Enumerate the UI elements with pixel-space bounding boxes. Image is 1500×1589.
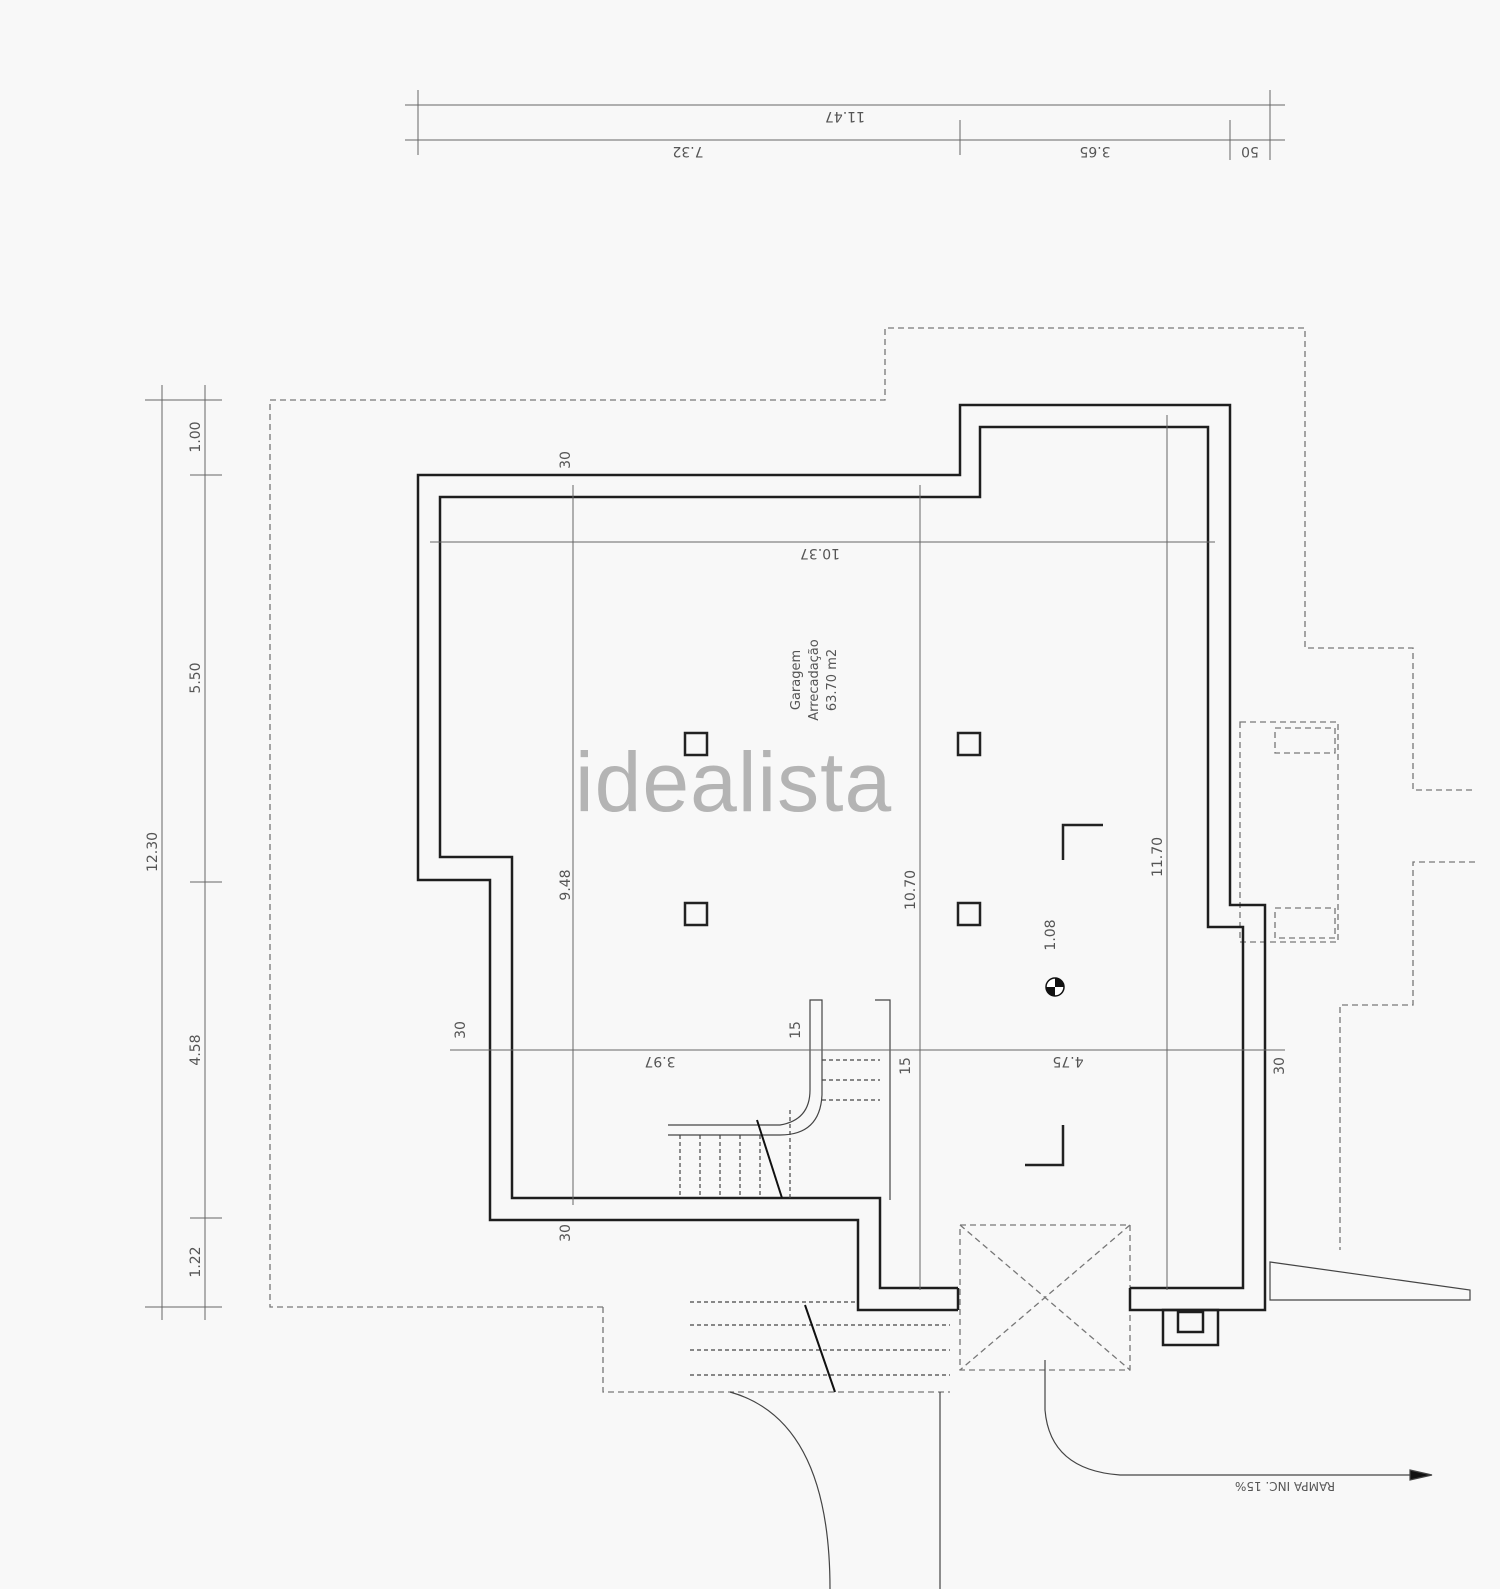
ramp-label: RAMPA INC. 15% [1235, 1479, 1335, 1493]
dim-top-seg-2: 3.65 [1079, 143, 1110, 159]
dim-small-2: 15 [898, 1057, 914, 1075]
dim-left-seg-2: 5.50 [188, 662, 204, 693]
room-use: Arrecadação [807, 639, 822, 721]
dim-level: 1.08 [1043, 919, 1059, 950]
dim-left-seg-4: 1.22 [188, 1246, 204, 1277]
dim-left-total: 12.30 [145, 832, 161, 872]
dim-wall-1: 30 [558, 451, 574, 469]
dim-left-seg-3: 4.58 [188, 1034, 204, 1065]
dim-wall-2: 30 [453, 1021, 469, 1039]
dimension-lines [145, 90, 1285, 1320]
room-area: 63.70 m2 [825, 649, 840, 711]
plot-outline [269, 327, 1475, 1393]
walls [416, 403, 1267, 1347]
dim-top-seg-3: 50 [1241, 143, 1259, 159]
dim-small-1: 15 [788, 1021, 804, 1039]
level-marker [1045, 977, 1065, 997]
dim-height-2: 10.70 [903, 870, 919, 910]
dim-lower-width-2: 4.75 [1052, 1053, 1083, 1069]
dim-height-3: 11.70 [1150, 837, 1166, 877]
dim-left-seg-1: 1.00 [188, 421, 204, 452]
dim-wall-4: 30 [1272, 1057, 1288, 1075]
dim-lower-width-1: 3.97 [644, 1053, 675, 1069]
dim-top-total: 11.47 [825, 108, 865, 124]
room-name: Garagem [789, 650, 804, 710]
dim-top-seg-1: 7.32 [672, 143, 703, 159]
stairs [668, 999, 1471, 1589]
columns [683, 731, 1103, 1167]
dim-height-1: 9.48 [558, 869, 574, 900]
watermark: idealista [575, 735, 893, 829]
dim-interior-width: 10.37 [800, 545, 840, 561]
dim-wall-3: 30 [558, 1224, 574, 1242]
